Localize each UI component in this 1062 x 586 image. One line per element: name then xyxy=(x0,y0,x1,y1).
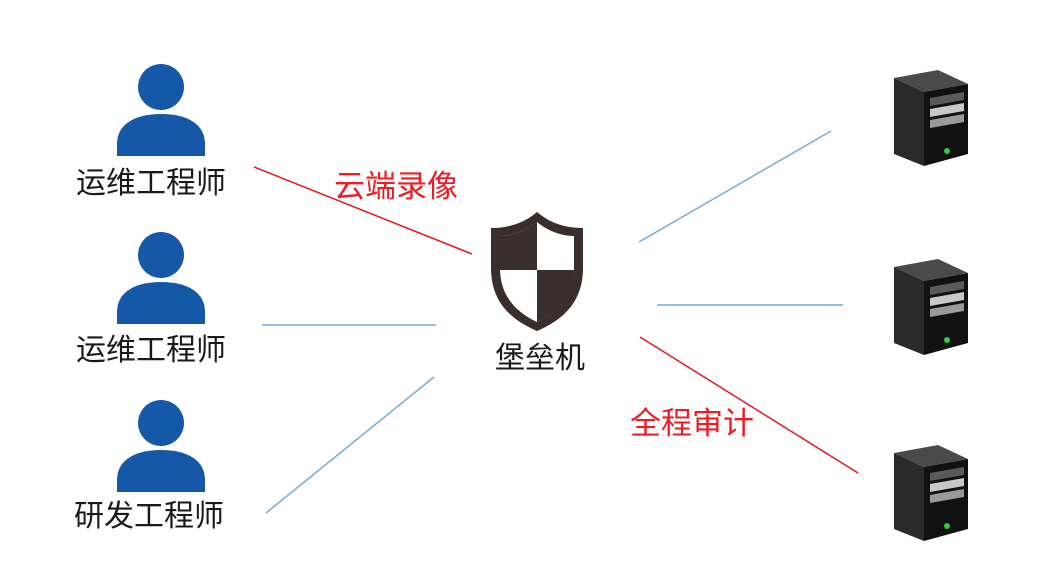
person-icon xyxy=(117,64,205,156)
person-icon xyxy=(117,400,205,492)
red-line-bastion-to-server3 xyxy=(639,336,859,474)
user-label: 运维工程师 xyxy=(76,333,226,368)
blue-line-bastion-to-server1 xyxy=(638,130,832,243)
user-label: 研发工程师 xyxy=(74,499,224,534)
red-line-user-to-bastion xyxy=(253,166,473,255)
server-icon xyxy=(894,70,968,166)
annotation-full-audit: 全程审计 xyxy=(630,406,754,442)
blue-line-user3-to-bastion xyxy=(265,376,435,514)
bastion-label: 堡垒机 xyxy=(495,341,585,376)
user-label: 运维工程师 xyxy=(76,166,226,201)
annotation-cloud-recording: 云端录像 xyxy=(334,169,458,205)
person-icon xyxy=(117,232,205,324)
server-icon xyxy=(894,445,968,541)
server-icon xyxy=(894,259,968,355)
shield-icon xyxy=(491,212,583,331)
